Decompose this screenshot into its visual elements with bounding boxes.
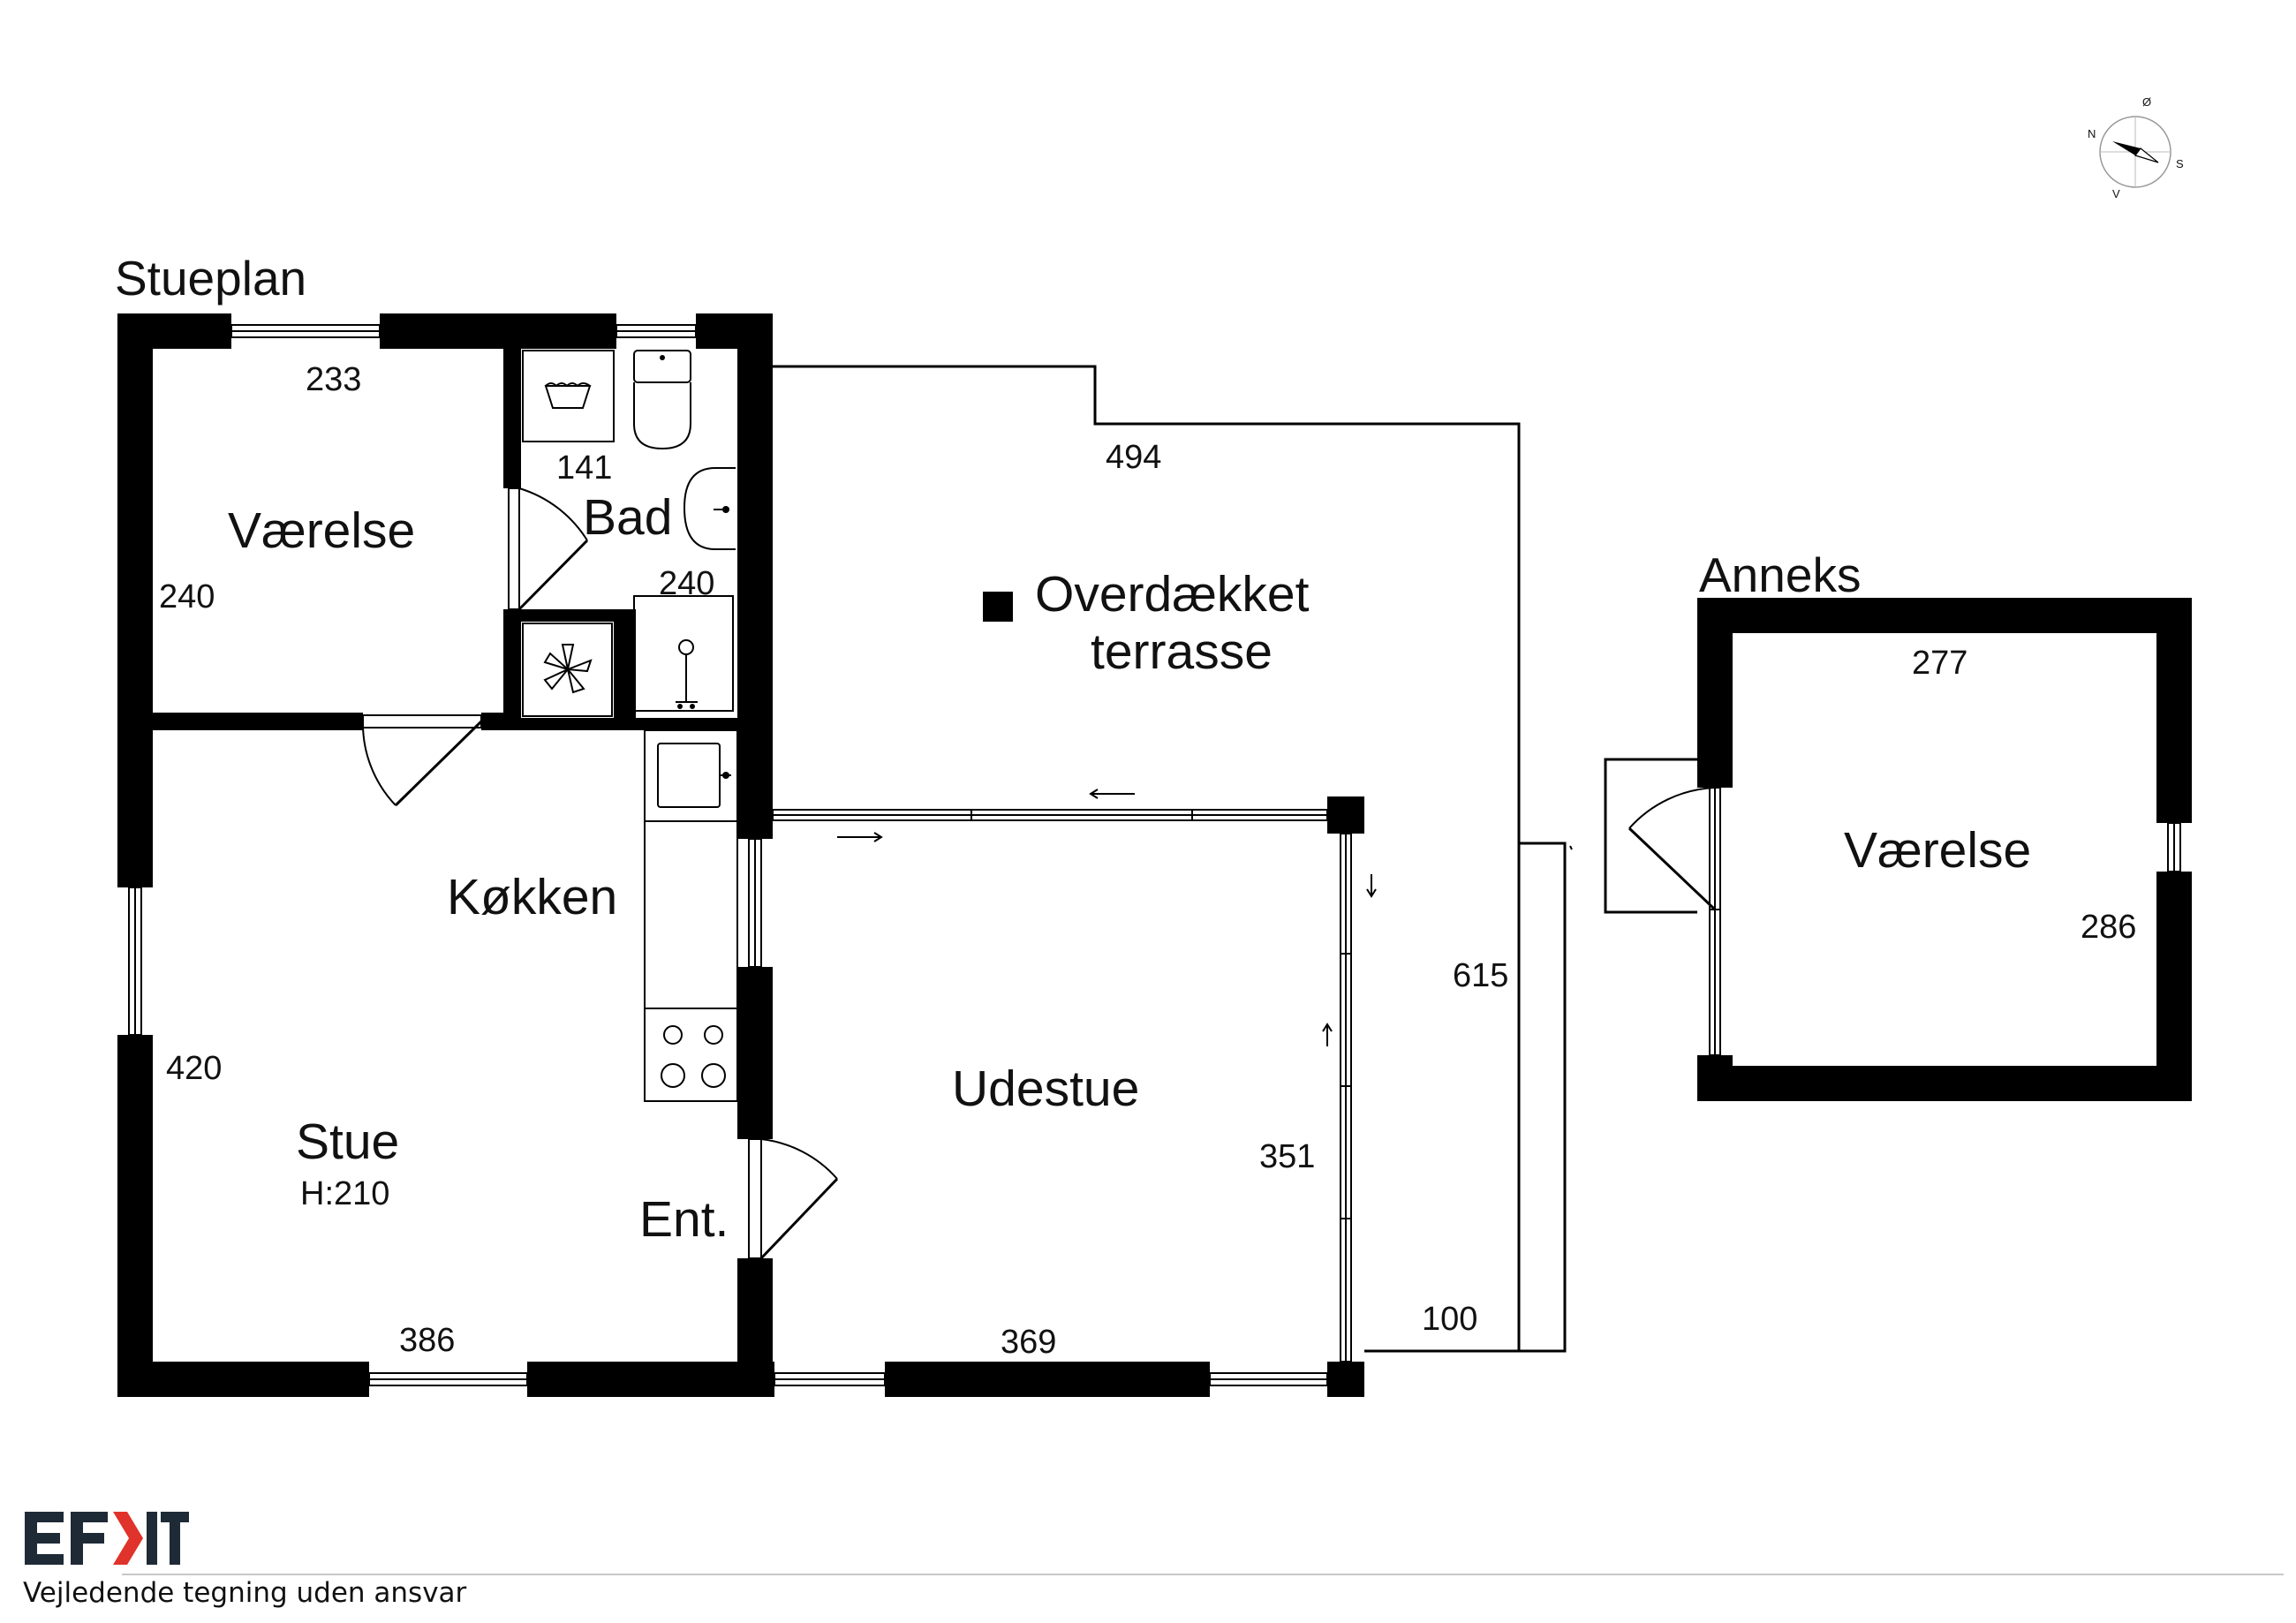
- room-label-entre: Ent.: [639, 1191, 729, 1248]
- dim-stue-width: 386: [399, 1322, 455, 1359]
- dim-bad-depth: 240: [659, 565, 714, 602]
- kitchen-sink-icon: [657, 743, 721, 808]
- dim-annex-width: 277: [1912, 645, 1967, 682]
- room-label-koekken: Køkken: [447, 869, 617, 925]
- room-label-udestue: Udestue: [952, 1061, 1139, 1117]
- sink-icon: [683, 467, 736, 550]
- main-house-windows: [128, 324, 1352, 1386]
- room-label-vaerelse: Værelse: [228, 502, 415, 559]
- plan-title: Stueplan: [115, 251, 306, 306]
- main-house-walls: [117, 313, 1364, 1397]
- dim-udestue-width: 369: [1001, 1324, 1056, 1361]
- room-label-bad: Bad: [583, 489, 672, 546]
- footer-divider: [122, 1574, 2284, 1575]
- kitchen-counter: [644, 729, 738, 1102]
- post-icon: [983, 592, 1013, 622]
- stove-icon: [661, 1025, 726, 1088]
- dim-bad-width: 141: [556, 449, 612, 487]
- room-label-stue: Stue: [296, 1113, 399, 1170]
- efkt-logo: [25, 1512, 189, 1565]
- compass-v: V: [2112, 187, 2120, 200]
- shower-icon: [633, 595, 734, 712]
- dim-vaerelse-depth: 240: [159, 578, 215, 615]
- dim-annex-depth: 286: [2081, 909, 2136, 946]
- fixtures: [522, 350, 738, 1102]
- dim-udestue-depth: 351: [1259, 1138, 1315, 1175]
- dim-terrasse-depth: 615: [1453, 957, 1508, 994]
- annex: [1604, 598, 2192, 1101]
- compass-icon: N Ø S V: [2088, 95, 2184, 200]
- dim-vaerelse-width: 233: [306, 361, 361, 398]
- annex-title: Anneks: [1699, 547, 1861, 602]
- compass-s: S: [2176, 157, 2184, 170]
- room-label-vaerelse-annex: Værelse: [1844, 822, 2031, 879]
- dim-terrasse-strip: 100: [1422, 1301, 1477, 1338]
- ventilation-fan-icon: [522, 623, 613, 717]
- washing-machine-icon: [522, 350, 615, 442]
- compass-o: Ø: [2142, 95, 2151, 109]
- room-height-stue: H:210: [300, 1175, 389, 1212]
- terrace-outline: [773, 365, 1573, 1353]
- doors: [361, 487, 839, 1260]
- room-label-terrasse-2: terrasse: [1091, 623, 1273, 680]
- room-label-terrasse-1: Overdækket: [1035, 566, 1310, 623]
- sliding-arrows: [837, 789, 1377, 1046]
- toilet-icon: [633, 350, 691, 383]
- dim-stue-depth: 420: [166, 1050, 222, 1087]
- compass-n: N: [2088, 127, 2096, 140]
- dim-terrasse-width: 494: [1106, 439, 1161, 476]
- footer-disclaimer: Vejledende tegning uden ansvar: [23, 1577, 467, 1609]
